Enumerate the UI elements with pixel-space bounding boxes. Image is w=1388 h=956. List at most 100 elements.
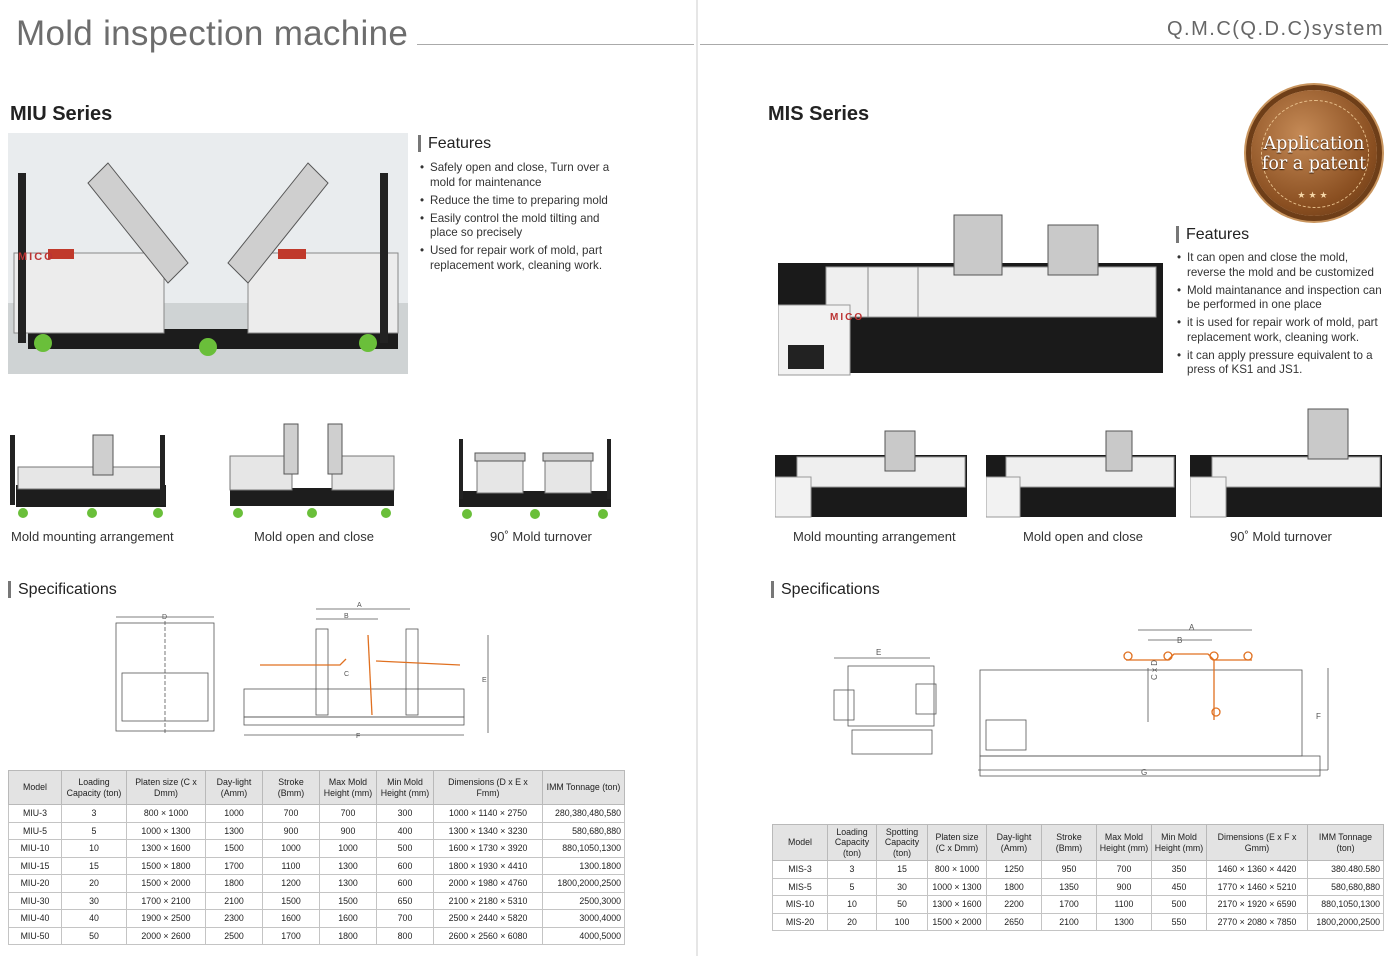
- patent-badge: Application for a patent ★★★: [1251, 90, 1377, 216]
- mis-table-header-row: Model Loading Capacity (ton) Spotting Ca…: [772, 824, 1384, 861]
- mis-col-header: Min Mold Height (mm): [1151, 824, 1207, 861]
- table-cell: 880,1050,1300: [1307, 895, 1384, 914]
- miu-features-heading: Features: [418, 135, 491, 152]
- mis-main-photo: MICO: [778, 205, 1168, 385]
- table-cell: 700: [262, 804, 320, 823]
- table-cell: 1800,2000,2500: [542, 874, 625, 893]
- mis-col-header: Platen size (C x Dmm): [927, 824, 987, 861]
- mis-series-title: MIS Series: [768, 103, 870, 125]
- table-cell: 2770 × 2080 × 7850: [1206, 912, 1308, 931]
- table-cell: 1600: [319, 909, 377, 928]
- table-cell: 1250: [986, 860, 1042, 879]
- page-gutter: [696, 0, 698, 956]
- table-cell: MIU-5: [8, 821, 62, 840]
- table-cell: 1700: [205, 856, 263, 875]
- table-cell: 1800: [986, 877, 1042, 896]
- system-label: Q.M.C(Q.D.C)system: [1167, 18, 1384, 40]
- mis-features-list: It can open and close the mold, reverse …: [1177, 251, 1385, 381]
- mis-brand-logo: MICO: [830, 312, 865, 323]
- table-cell: 1500: [319, 891, 377, 910]
- table-cell: 1500: [262, 891, 320, 910]
- miu-col-header: Min Mold Height (mm): [376, 770, 434, 805]
- table-cell: 580,680,880: [1307, 877, 1384, 896]
- table-cell: 1800: [319, 926, 377, 945]
- table-cell: MIU-30: [8, 891, 62, 910]
- table-cell: 900: [262, 821, 320, 840]
- table-cell: 900: [1096, 877, 1152, 896]
- table-cell: 40: [61, 909, 127, 928]
- table-cell: 1460 × 1360 × 4420: [1206, 860, 1308, 879]
- table-cell: MIS-20: [772, 912, 828, 931]
- table-cell: 950: [1041, 860, 1097, 879]
- table-cell: 1800 × 1930 × 4410: [433, 856, 543, 875]
- mis-feature-item: Mold maintanance and inspection can be p…: [1177, 284, 1385, 313]
- table-cell: 800 × 1000: [927, 860, 987, 879]
- miu-dim-f: F: [356, 733, 361, 740]
- table-cell: 2650: [986, 912, 1042, 931]
- table-cell: 50: [61, 926, 127, 945]
- table-cell: 1300.1800: [542, 856, 625, 875]
- miu-spec-heading: Specifications: [8, 581, 117, 598]
- mis-dim-cxd: C x D: [1150, 660, 1159, 680]
- table-cell: 380.480.580: [1307, 860, 1384, 879]
- table-cell: 600: [376, 856, 434, 875]
- table-cell: 15: [876, 860, 928, 879]
- mis-spec-heading: Specifications: [771, 581, 880, 598]
- page-title: Mold inspection machine: [16, 14, 409, 53]
- table-cell: MIU-40: [8, 909, 62, 928]
- miu-spec-table: Model Loading Capacity (ton) Platen size…: [8, 770, 625, 945]
- table-cell: 500: [1151, 895, 1207, 914]
- mis-dim-a: A: [1189, 623, 1195, 632]
- table-cell: 4000,5000: [542, 926, 625, 945]
- mis-feature-item: it can apply pressure equivalent to a pr…: [1177, 349, 1385, 378]
- table-cell: 1300: [205, 821, 263, 840]
- miu-dim-e: E: [482, 677, 487, 684]
- miu-dim-d: D: [162, 614, 168, 621]
- header-divider: [700, 44, 1388, 45]
- mis-caption-mounting: Mold mounting arrangement: [793, 529, 956, 544]
- table-cell: 2300: [205, 909, 263, 928]
- miu-col-header: Dimensions (D x E x Fmm): [433, 770, 543, 805]
- table-cell: 1500: [205, 839, 263, 858]
- table-cell: 3: [61, 804, 127, 823]
- table-cell: 100: [876, 912, 928, 931]
- table-cell: 1600 × 1730 × 3920: [433, 839, 543, 858]
- miu-col-header: Day-light (Amm): [205, 770, 263, 805]
- table-cell: 450: [1151, 877, 1207, 896]
- table-cell: MIS-3: [772, 860, 828, 879]
- miu-col-header: Max Mold Height (mm): [319, 770, 377, 805]
- table-cell: 1300: [1096, 912, 1152, 931]
- table-cell: 1500 × 1800: [126, 856, 206, 875]
- table-cell: 1000: [205, 804, 263, 823]
- table-cell: 1300 × 1600: [126, 839, 206, 858]
- title-divider: [417, 44, 694, 45]
- miu-dim-c: C: [344, 671, 350, 678]
- table-cell: 2100: [1041, 912, 1097, 931]
- miu-features-list: Safely open and close, Turn over a mold …: [420, 161, 612, 277]
- table-cell: 1800,2000,2500: [1307, 912, 1384, 931]
- table-cell: 1500 × 2000: [927, 912, 987, 931]
- miu-col-header: IMM Tonnage (ton): [542, 770, 625, 805]
- table-cell: 10: [61, 839, 127, 858]
- table-cell: 1700: [1041, 895, 1097, 914]
- table-cell: 1350: [1041, 877, 1097, 896]
- table-cell: 600: [376, 874, 434, 893]
- badge-line-2: for a patent: [1261, 154, 1367, 174]
- table-cell: 500: [376, 839, 434, 858]
- table-cell: 1900 × 2500: [126, 909, 206, 928]
- table-cell: 20: [827, 912, 877, 931]
- table-cell: 2200: [986, 895, 1042, 914]
- table-cell: 800: [376, 926, 434, 945]
- table-cell: 1000 × 1300: [927, 877, 987, 896]
- miu-col-header: Model: [8, 770, 62, 805]
- table-cell: 400: [376, 821, 434, 840]
- table-cell: 300: [376, 804, 434, 823]
- miu-brand-logo: MICO: [18, 251, 55, 263]
